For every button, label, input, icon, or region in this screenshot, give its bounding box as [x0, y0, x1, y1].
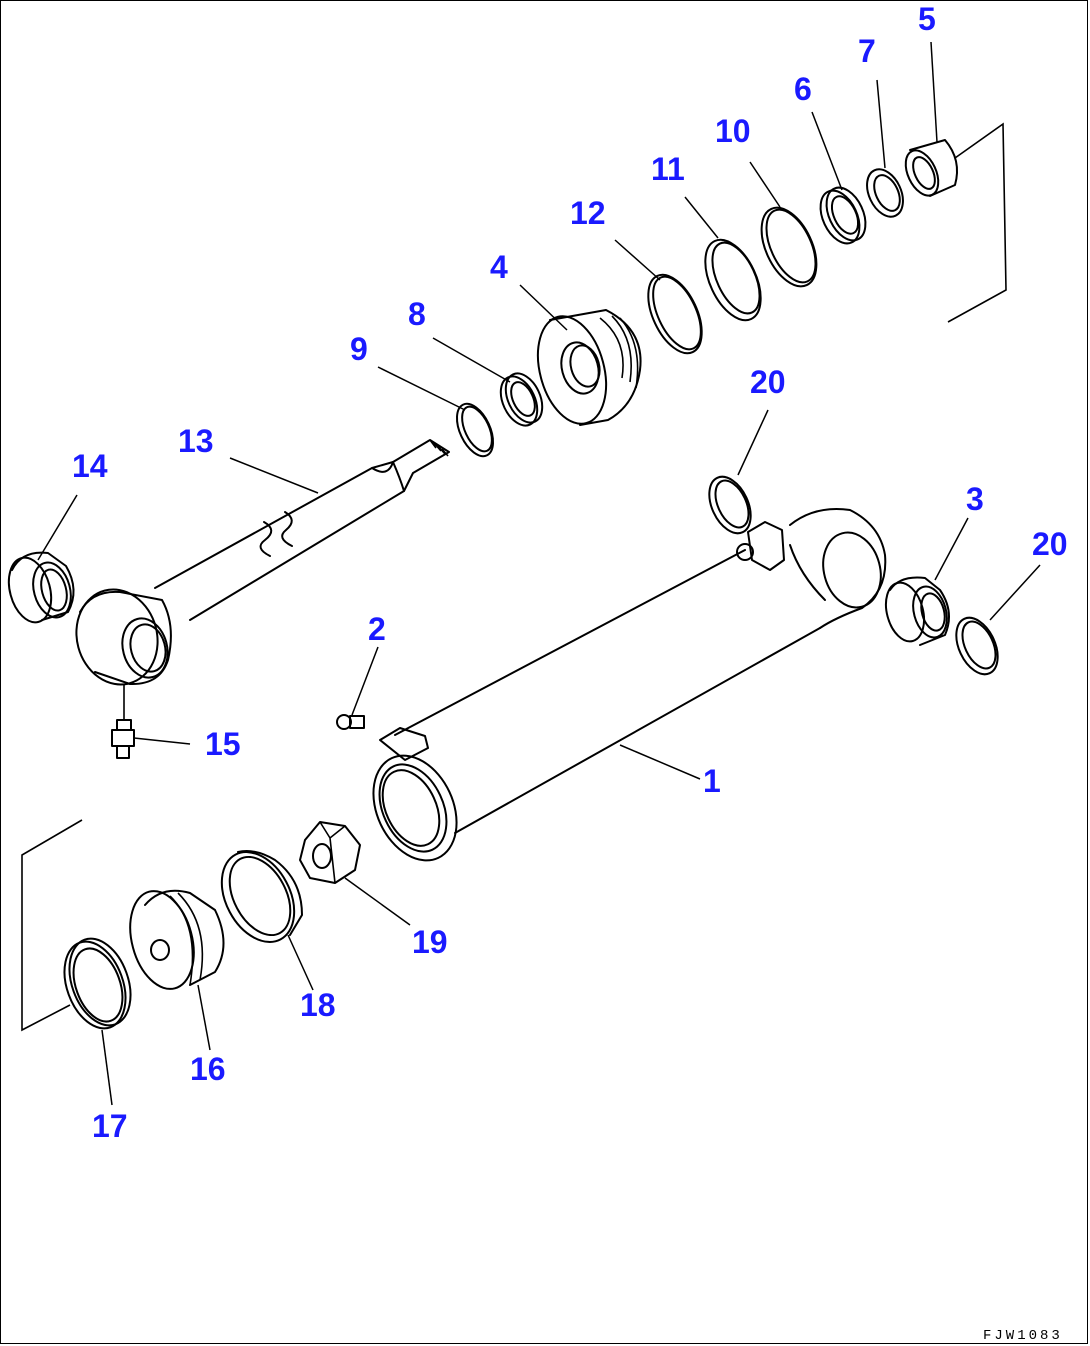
part-20-upper-ring: [708, 475, 752, 535]
part-17-piston-seal: [63, 937, 132, 1030]
part-19-nut: [299, 821, 361, 884]
callout-18: 18: [300, 987, 336, 1023]
part-15-grease-fitting: [111, 719, 135, 759]
part-10-o-ring: [760, 206, 818, 288]
callout-3: 3: [966, 481, 984, 517]
callout-11: 11: [651, 151, 685, 187]
part-16-piston: [129, 889, 225, 990]
callout-6: 6: [794, 71, 812, 107]
part-9-snap-ring: [455, 402, 495, 458]
callout-17: 17: [92, 1108, 128, 1144]
callout-labels: 5 7 6 10 11 12 4 8 9 20 13 14 3 20 2 15 …: [72, 1, 1068, 1144]
callout-7: 7: [858, 33, 876, 69]
part-18-wear-ring: [220, 850, 303, 943]
part-3-bushing: [884, 576, 950, 646]
part-2-plug: [336, 714, 365, 730]
leader-lines: [37, 41, 1041, 1106]
callout-9: 9: [350, 331, 368, 367]
callout-1: 1: [703, 763, 721, 799]
part-11-backup-ring: [704, 238, 762, 322]
lower-group-bracket: [21, 819, 83, 1032]
callout-19: 19: [412, 924, 448, 960]
callout-10: 10: [715, 113, 751, 149]
part-20-right-ring: [955, 616, 999, 676]
part-13-piston-rod: [75, 439, 450, 720]
callout-15: 15: [205, 726, 241, 762]
drawing-number: FJW1083: [983, 1328, 1063, 1344]
callout-5: 5: [918, 1, 936, 37]
callout-12: 12: [570, 195, 606, 231]
part-7-snap-ring: [866, 168, 904, 218]
callout-4: 4: [490, 249, 508, 285]
callout-16: 16: [190, 1051, 226, 1087]
callout-13: 13: [178, 423, 214, 459]
upper-group-bracket: [947, 122, 1007, 323]
part-14-bushing: [7, 551, 75, 624]
part-1-cylinder-tube: [372, 508, 887, 862]
part-4-cylinder-head: [536, 309, 642, 426]
callout-20-upper: 20: [750, 364, 786, 400]
callout-2: 2: [368, 611, 386, 647]
part-5-bushing: [904, 139, 958, 197]
callout-8: 8: [408, 296, 426, 332]
callout-14: 14: [72, 448, 108, 484]
part-12-o-ring: [647, 273, 703, 355]
part-8-bushing: [499, 372, 544, 427]
callout-20-right: 20: [1032, 526, 1068, 562]
part-6-dust-seal: [819, 186, 867, 245]
